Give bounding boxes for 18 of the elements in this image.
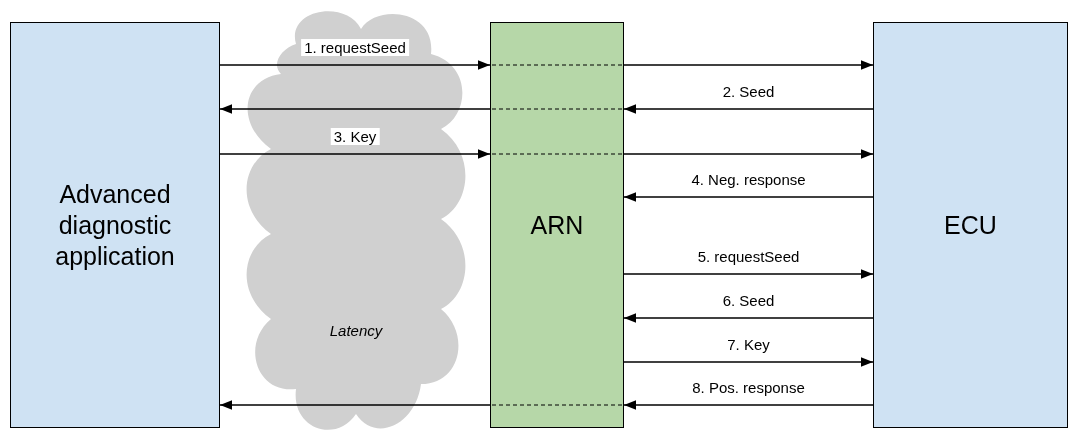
arrow	[623, 357, 874, 367]
latency-label: Latency	[329, 322, 383, 339]
edge-label: 3. Key	[330, 128, 380, 145]
arrow	[623, 149, 874, 159]
arrow	[219, 400, 491, 410]
arrow	[623, 192, 874, 202]
arrow	[623, 269, 874, 279]
network-box: ARN	[490, 22, 624, 428]
ecu-box: ECU	[873, 22, 1068, 428]
arrow	[623, 60, 874, 70]
edge-label: 1. requestSeed	[301, 39, 409, 56]
arrow	[219, 149, 491, 159]
arrow	[219, 60, 491, 70]
arrow	[623, 313, 874, 323]
arrow	[623, 400, 874, 410]
arrow	[623, 104, 874, 114]
arrow	[219, 104, 491, 114]
application-box: Advanced diagnostic application	[10, 22, 220, 428]
